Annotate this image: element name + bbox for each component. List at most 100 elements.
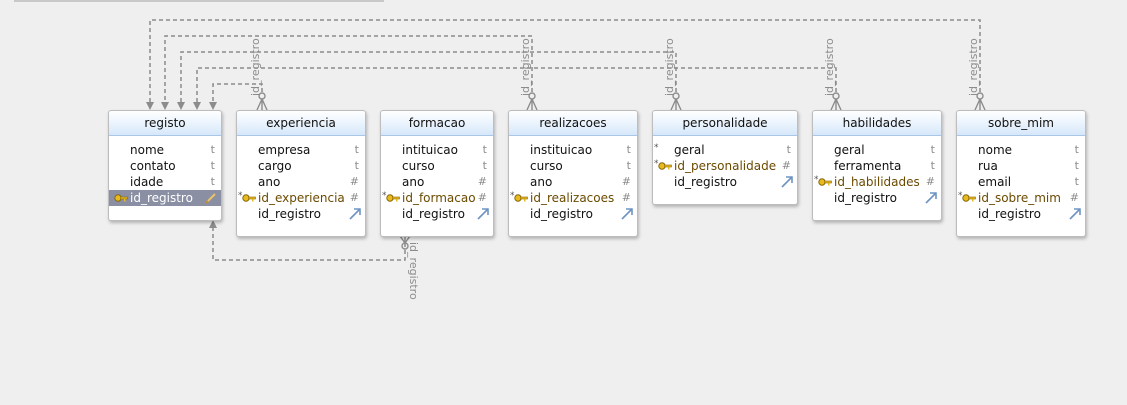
field-row[interactable]: ano#	[237, 174, 365, 190]
field-row[interactable]: id_registro	[653, 174, 797, 190]
type-text-icon: t	[482, 159, 487, 172]
relation-label-personalidade: id_registro	[663, 38, 676, 96]
field-name: geral	[674, 143, 705, 157]
field-name: id_registro	[834, 191, 897, 205]
relation-label-formacao: id_registro	[407, 242, 420, 300]
field-row[interactable]: id_registro	[237, 206, 365, 222]
type-text-icon: t	[482, 143, 487, 156]
arrow-head-1	[146, 102, 154, 110]
field-name: idade	[130, 175, 164, 189]
relation-label-realizacoes: id_registro	[519, 38, 532, 96]
type-text-icon: t	[1074, 143, 1079, 156]
field-name: nome	[130, 143, 165, 157]
field-row[interactable]: * geral t	[653, 142, 797, 158]
primary-key-icon	[114, 194, 128, 202]
field-row[interactable]: ano#	[381, 174, 493, 190]
arrow-head-5	[209, 102, 217, 110]
table-title[interactable]: realizacoes	[509, 111, 637, 136]
table-personalidade[interactable]: personalidade * geral t * id_personalida…	[652, 110, 798, 205]
field-name: id_realizacoes	[530, 191, 615, 205]
field-row[interactable]: ano#	[509, 174, 637, 190]
field-list: * geral t * id_personalidade # id_regist…	[653, 136, 797, 190]
table-title[interactable]: formacao	[381, 111, 493, 136]
field-name: curso	[530, 159, 563, 173]
type-text-icon: t	[210, 159, 215, 172]
required-star-icon: *	[958, 191, 963, 201]
field-row[interactable]: * id_realizacoes #	[509, 190, 637, 206]
foreign-key-arrow-icon	[477, 208, 489, 220]
type-text-icon: t	[1074, 159, 1079, 172]
table-title[interactable]: personalidade	[653, 111, 797, 136]
foreign-key-arrow-icon	[621, 208, 633, 220]
crow-foot-sobre-mim	[974, 92, 986, 111]
field-name: ferramenta	[834, 159, 902, 173]
field-name: id_registro	[530, 207, 593, 221]
field-row[interactable]: id_registro	[957, 206, 1085, 222]
relation-label-habilidades: id_registro	[823, 38, 836, 96]
primary-key-icon	[658, 162, 672, 170]
field-row[interactable]: id_registro	[381, 206, 493, 222]
type-number-icon: #	[1069, 191, 1079, 204]
arrow-head-3	[177, 102, 185, 110]
field-name: empresa	[258, 143, 311, 157]
field-row[interactable]: idade t	[109, 174, 221, 190]
field-row[interactable]: * id_experiencia #	[237, 190, 365, 206]
field-row[interactable]: * id_personalidade #	[653, 158, 797, 174]
crow-foot-personalidade	[670, 92, 682, 111]
crow-foot-realizacoes	[526, 92, 538, 111]
primary-key-icon	[386, 194, 400, 202]
type-text-icon: t	[210, 175, 215, 188]
field-row[interactable]: * id_habilidades #	[813, 174, 941, 190]
table-title[interactable]: experiencia	[237, 111, 365, 136]
relation-line-realizacoes	[164, 35, 533, 104]
type-number-icon: #	[477, 175, 487, 188]
table-title[interactable]: habilidades	[813, 111, 941, 136]
arrow-head-6	[209, 220, 217, 228]
relation-line-experiencia	[212, 83, 263, 104]
field-row[interactable]: * id_formacao #	[381, 190, 493, 206]
relation-line-personalidade	[180, 51, 677, 104]
relation-line-formacao	[212, 226, 406, 261]
required-star-icon: *	[510, 191, 515, 201]
field-row[interactable]: id_registro	[813, 190, 941, 206]
table-title[interactable]: registo	[109, 111, 221, 136]
field-row[interactable]: * id_sobre_mim #	[957, 190, 1085, 206]
field-name: rua	[978, 159, 998, 173]
type-number-icon: #	[477, 191, 487, 204]
field-row[interactable]: rua t	[957, 158, 1085, 174]
field-name: cargo	[258, 159, 292, 173]
type-number-icon: #	[349, 175, 359, 188]
primary-key-icon	[818, 178, 832, 186]
field-row-selected[interactable]: id_registro	[109, 190, 221, 206]
relation-label-experiencia: id_registro	[249, 38, 262, 96]
field-name: id_registro	[978, 207, 1041, 221]
type-text-icon: t	[930, 143, 935, 156]
field-row[interactable]: id_registro	[509, 206, 637, 222]
table-title[interactable]: sobre_mim	[957, 111, 1085, 136]
type-number-icon: #	[621, 175, 631, 188]
type-number-icon: #	[781, 159, 791, 172]
field-name: id_formacao	[402, 191, 476, 205]
required-star-icon: *	[238, 191, 243, 201]
type-number-icon: #	[349, 191, 359, 204]
type-number-icon: #	[621, 191, 631, 204]
